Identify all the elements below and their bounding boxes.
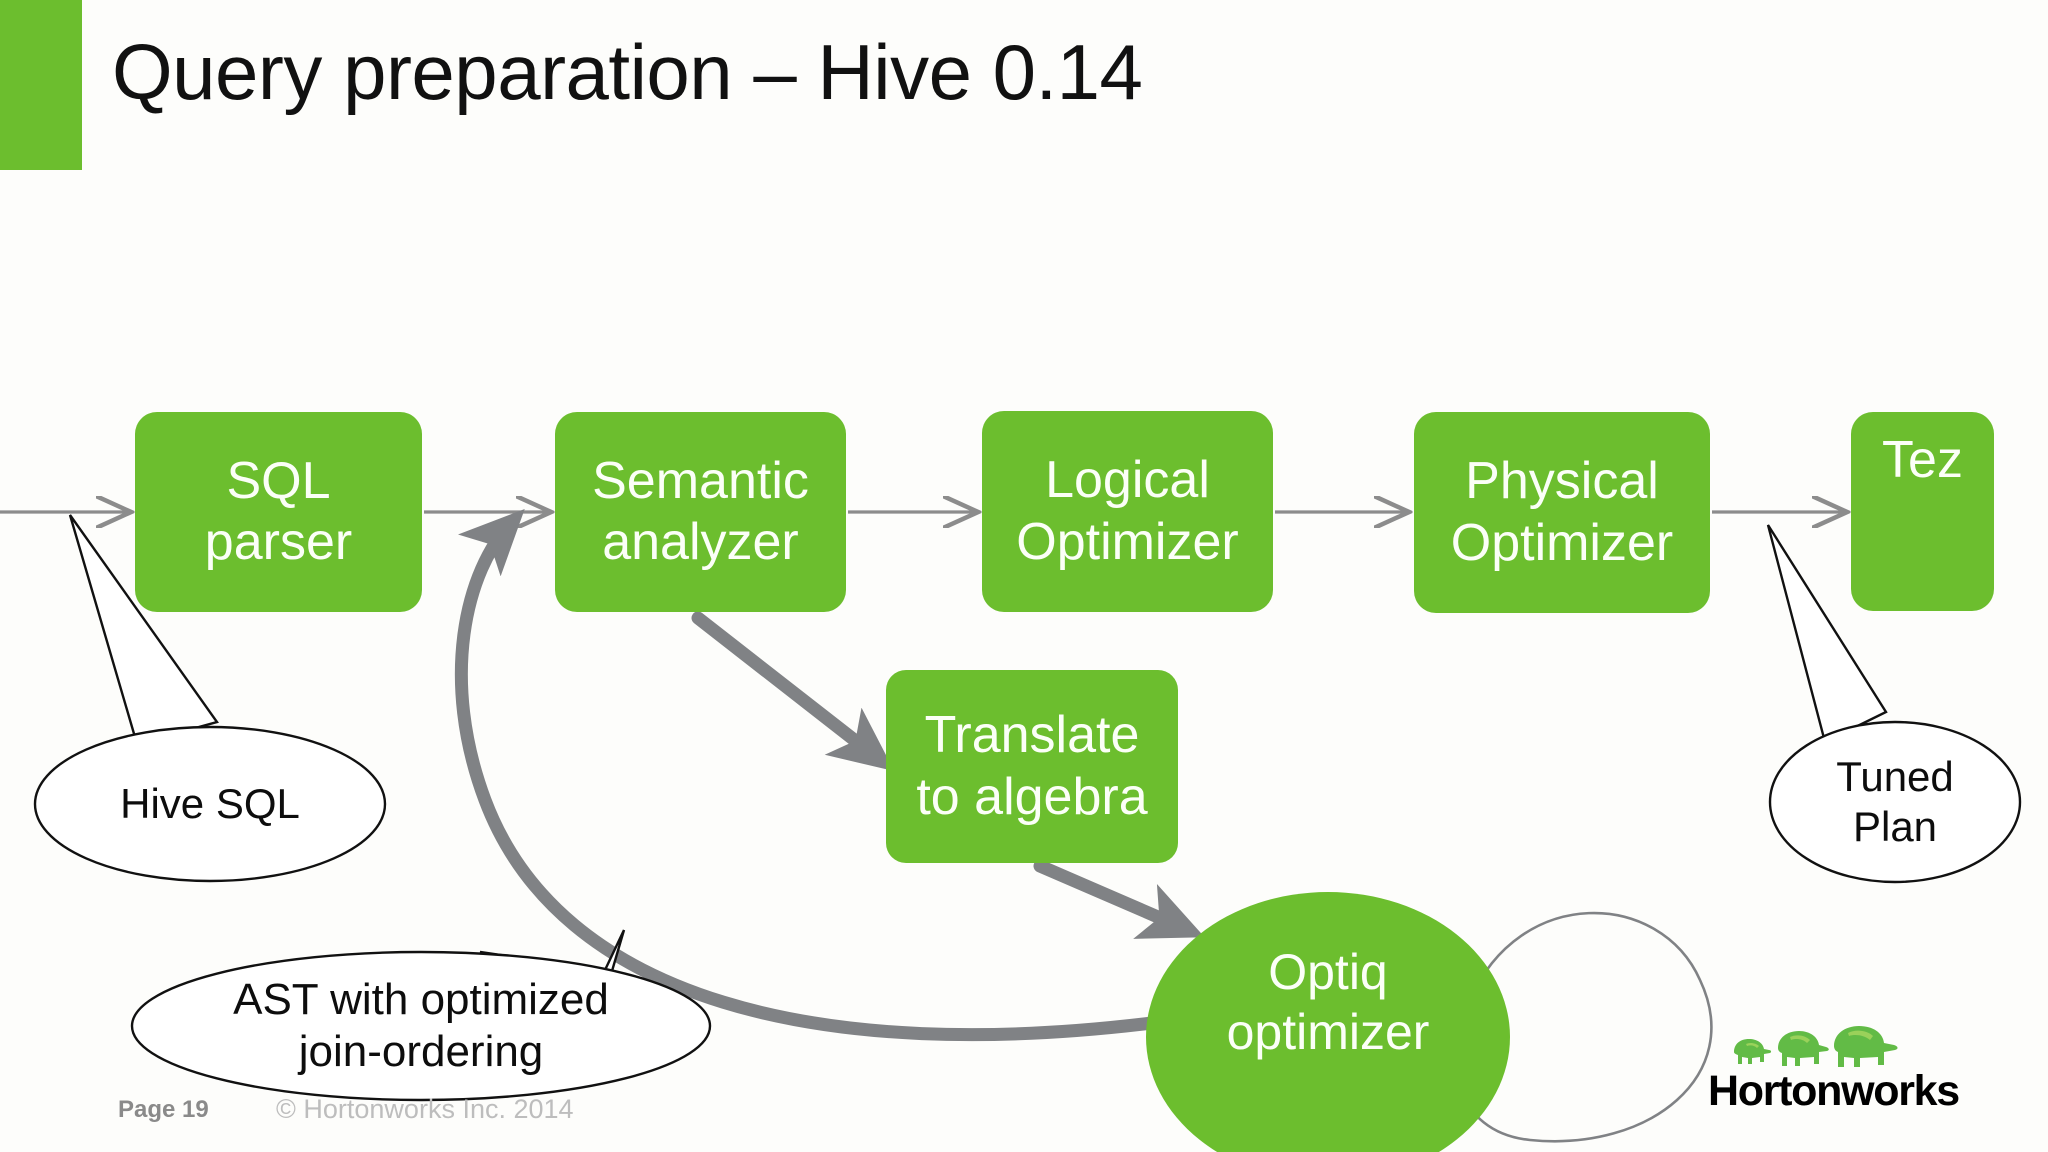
process-box-logical-optimizer[interactable]: Logical Optimizer (982, 411, 1273, 612)
logo-wordmark: Hortonworks (1708, 1067, 1960, 1115)
hortonworks-logo: Hortonworks (1708, 1022, 1960, 1118)
process-box-sql-parser[interactable]: SQL parser (135, 412, 422, 612)
copyright-notice: © Hortonworks Inc. 2014 (276, 1094, 574, 1124)
callout-hive-sql: Hive SQL (35, 728, 385, 880)
box-label-sql-parser: SQL parser (204, 451, 353, 571)
box-label-logical-optimizer: Logical Optimizer (1016, 451, 1239, 571)
process-box-physical-optimizer[interactable]: Physical Optimizer (1414, 412, 1710, 613)
box-label-physical-optimizer: Physical Optimizer (1450, 452, 1674, 572)
box-label-tez: Tez (1882, 431, 1963, 489)
process-box-semantic-analyzer[interactable]: Semantic analyzer (555, 412, 846, 612)
callout-tuned-plan-text: Tuned Plan (1836, 753, 1954, 850)
process-box-tez[interactable]: Tez (1851, 412, 1994, 611)
process-ellipse-optiq-optimizer[interactable]: Optiq optimizer (1146, 892, 1510, 1152)
elephants-icon (1734, 1026, 1898, 1067)
process-box-translate-to-algebra[interactable]: Translate to algebra (886, 670, 1178, 863)
callout-hive-sql-text: Hive SQL (120, 780, 300, 828)
box-label-translate: Translate to algebra (916, 706, 1148, 826)
callout-ast-text: AST with optimized join-ordering (233, 975, 609, 1076)
callout-ast: AST with optimized join-ordering (132, 952, 710, 1100)
callout-tuned-plan: Tuned Plan (1770, 722, 2020, 882)
accent-bar (0, 0, 82, 170)
box-label-semantic-analyzer: Semantic analyzer (592, 451, 809, 571)
page-title: Query preparation – Hive 0.14 (112, 28, 1143, 116)
page-number: Page 19 (118, 1096, 209, 1123)
ellipse-label-optiq: Optiq optimizer (1226, 944, 1430, 1060)
